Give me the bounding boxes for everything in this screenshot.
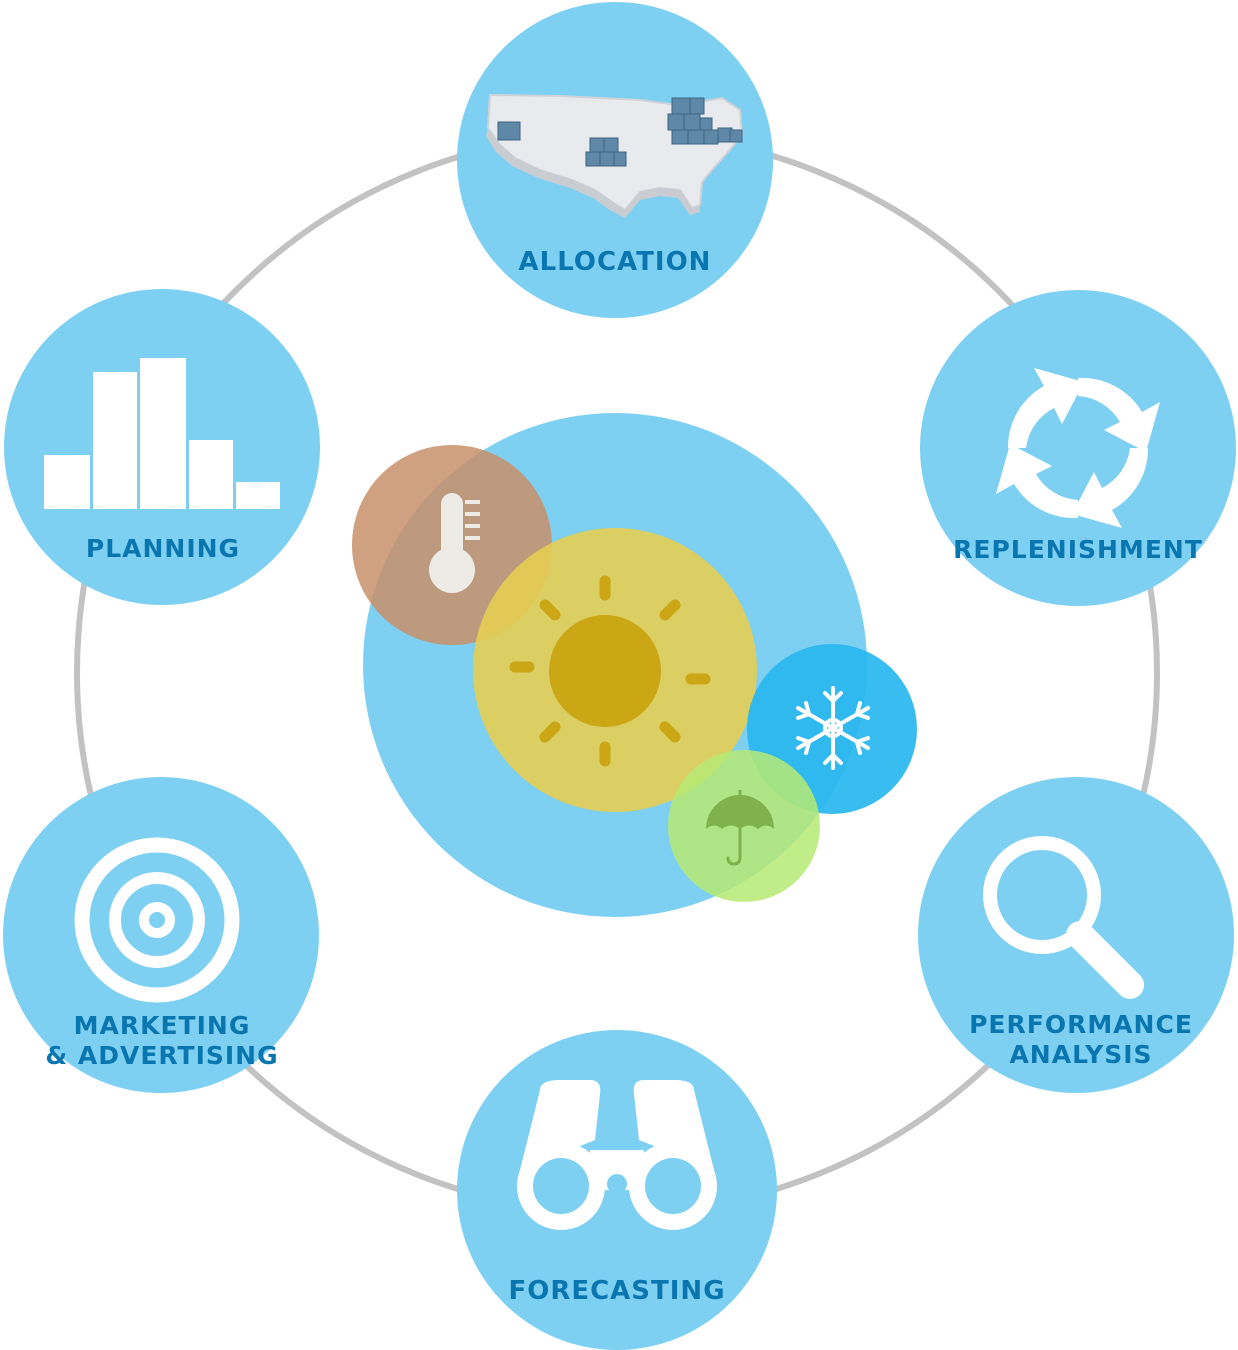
snowflake-icon <box>796 686 870 770</box>
binoculars-icon <box>517 1080 717 1230</box>
marketing-label-line2: & ADVERTISING <box>45 1041 278 1070</box>
sun-icon <box>509 575 711 767</box>
us-map-icon <box>486 93 744 218</box>
forecasting-label: FORECASTING <box>508 1276 725 1306</box>
planning-label: PLANNING <box>86 534 240 563</box>
target-icon <box>74 837 240 1003</box>
replenishment-node[interactable]: REPLENISHMENT <box>920 290 1236 606</box>
sun-bubble <box>473 528 757 812</box>
marketing-node[interactable]: MARKETING & ADVERTISING <box>3 777 319 1093</box>
performance-analysis-node[interactable]: PERFORMANCE ANALYSIS <box>918 777 1234 1093</box>
thermometer-icon <box>429 493 480 593</box>
performance-label-line1: PERFORMANCE <box>969 1010 1193 1039</box>
center-weather-cluster <box>352 413 917 917</box>
magnifier-icon <box>983 836 1144 999</box>
performance-label-line2: ANALYSIS <box>1009 1040 1152 1069</box>
umbrella-icon <box>706 790 774 866</box>
replenishment-label: REPLENISHMENT <box>953 535 1203 564</box>
marketing-label-line1: MARKETING <box>74 1011 251 1040</box>
allocation-node[interactable]: ALLOCATION <box>457 2 773 318</box>
allocation-label: ALLOCATION <box>519 247 712 277</box>
bar-chart-icon <box>44 358 280 509</box>
planning-node[interactable]: PLANNING <box>4 289 320 605</box>
forecasting-node[interactable]: FORECASTING <box>457 1030 777 1350</box>
umbrella-bubble <box>668 750 820 902</box>
cycle-arrows-icon <box>996 368 1160 528</box>
